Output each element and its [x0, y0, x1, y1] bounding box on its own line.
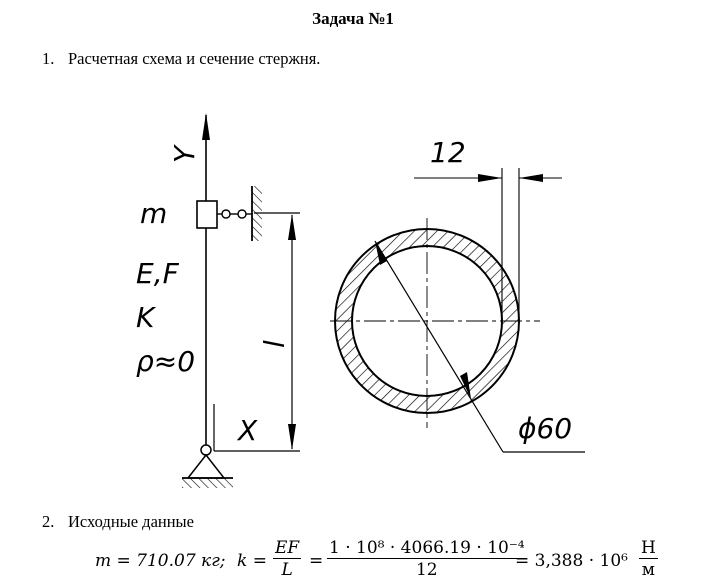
result-value: = 3,388 · 10⁶ [515, 551, 628, 571]
section-2-number: 2. [42, 512, 55, 531]
density-label: ρ≈0 [136, 345, 195, 378]
value-fraction: 1 · 10⁸ · 4066.19 · 10⁻⁴ 12 [327, 538, 527, 580]
arrow-right-icon [478, 174, 502, 182]
thickness-label: 12 [430, 136, 466, 169]
diameter-label: ϕ60 [518, 412, 572, 445]
section-1-text: Расчетная схема и сечение стержня. [68, 49, 321, 68]
y-axis-arrow-icon [202, 113, 210, 140]
unit-fraction: Н м [639, 538, 658, 580]
diameter-dimension [374, 240, 585, 453]
section-1-heading: 1. Расчетная схема и сечение стержня. [42, 49, 320, 69]
section-1-number: 1. [42, 49, 55, 68]
axis-x-label: X [236, 414, 258, 447]
rod [202, 113, 210, 450]
arrow-icon [375, 241, 387, 265]
arrow-icon [460, 372, 471, 399]
page-title: Задача №1 [312, 9, 394, 28]
spring-label: K [136, 301, 157, 334]
arrow-up-icon [288, 214, 296, 240]
length-label: l [258, 340, 291, 348]
arrow-left-icon [519, 174, 543, 182]
section-2-text: Исходные данные [68, 512, 194, 531]
thickness-dimension [414, 168, 562, 321]
axis-y-label: Y [168, 144, 201, 163]
mass-label: m [140, 197, 167, 230]
pin-support [182, 444, 233, 488]
section-2-heading: 2. Исходные данные [42, 512, 194, 532]
length-dimension [214, 212, 300, 452]
design-scheme-diagram: Y m E,F K ρ≈0 l X [136, 113, 585, 488]
ef-over-l-fraction: EF L [273, 538, 302, 580]
tube-cross-section [330, 218, 540, 428]
arrow-down-icon [288, 424, 296, 450]
stiffness-label: E,F [136, 257, 180, 290]
k-label: k = [237, 551, 267, 571]
mass-value: m = 710.07 кг; [95, 551, 226, 571]
